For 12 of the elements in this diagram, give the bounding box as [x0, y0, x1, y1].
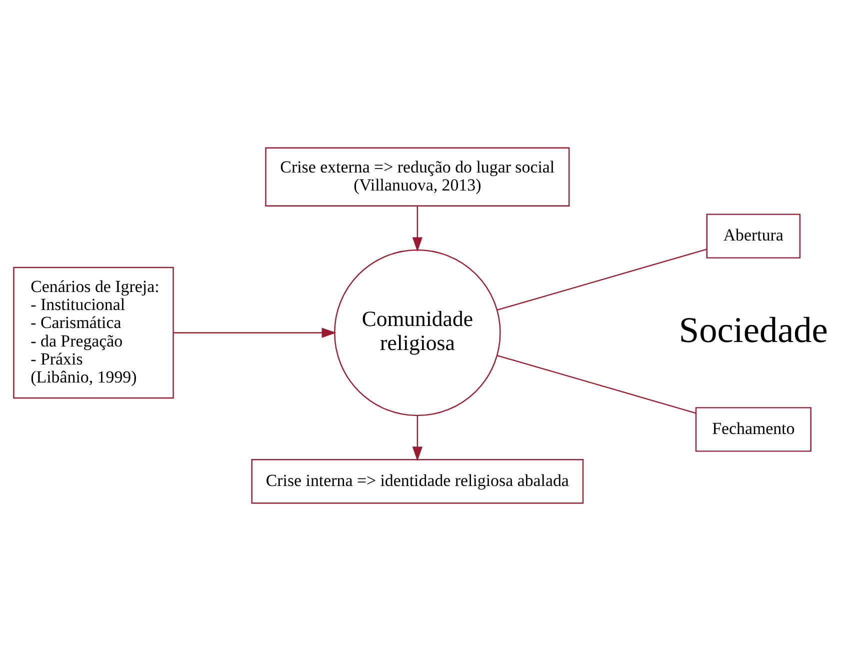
arrow [412, 206, 422, 252]
arrow [173, 328, 336, 338]
node-box: Crise externa => redução do lugar social (Villanuova, 2013) [265, 147, 570, 206]
node-box: Fechamento [695, 407, 812, 452]
node-box: Cenários de Igreja: - Institucional - Carismática - da Pregação - Práxis (Libânio, 1999) [13, 266, 174, 399]
connector [497, 248, 707, 311]
node-box: Crise interna => identidade religiosa abalada [251, 459, 584, 504]
label: Sociedade [678, 310, 828, 350]
connector [497, 354, 696, 414]
arrow [412, 416, 422, 462]
node-circle: Comunidade religiosa [334, 249, 501, 416]
node-box: Abertura [706, 214, 801, 258]
